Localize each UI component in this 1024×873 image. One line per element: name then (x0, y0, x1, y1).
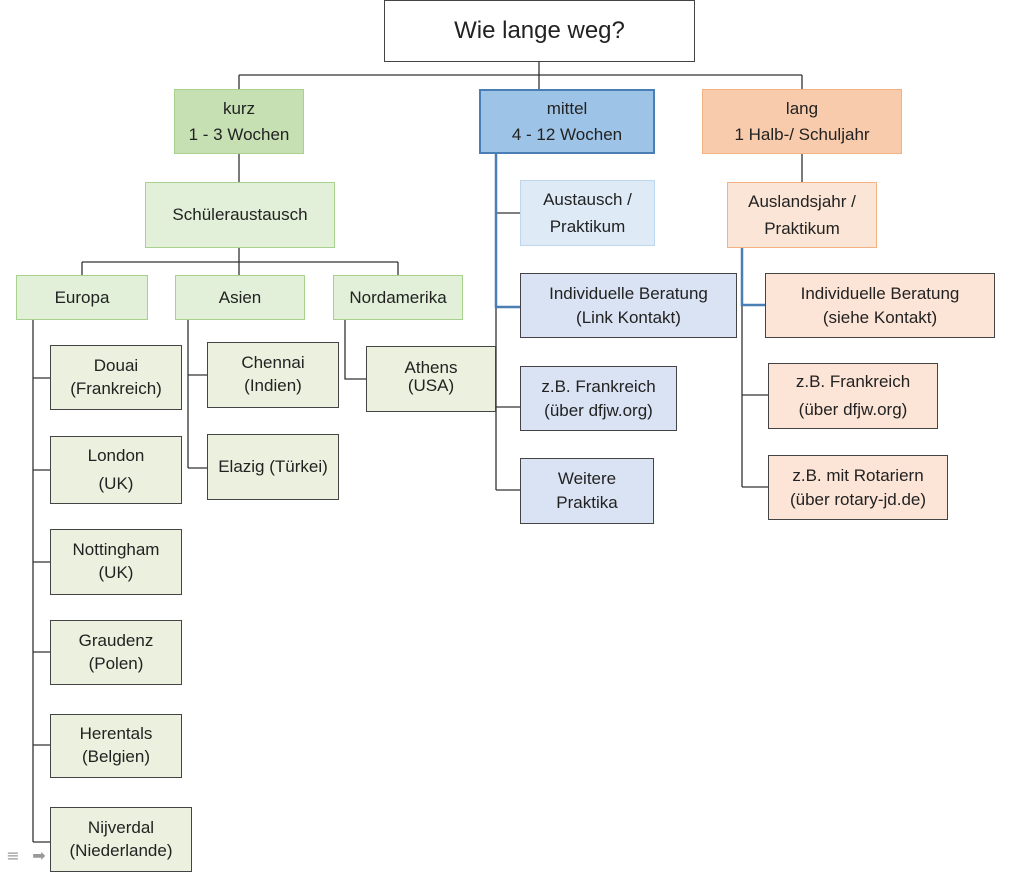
root-node: Wie lange weg? (384, 0, 695, 62)
node-europa-douai: Douai (Frankreich) (50, 345, 182, 410)
node-mittel-label: mittel (546, 99, 588, 118)
douai-country: (Frankreich) (70, 378, 162, 398)
node-kurz-duration: 1 - 3 Wochen (188, 124, 290, 144)
node-lang-frankreich: z.B. Frankreich (über dfjw.org) (768, 363, 938, 429)
node-kurz-label: kurz (222, 99, 256, 118)
node-nordamerika-label: Nordamerika (349, 287, 447, 307)
nijverdal-name: Nijverdal (87, 817, 155, 837)
node-mittel-duration: 4 - 12 Wochen (511, 124, 623, 144)
node-europa-label: Europa (54, 287, 110, 307)
mittel-praktika-line2: Praktika (556, 493, 618, 512)
mittel-beratung-line2: (Link Kontakt) (576, 307, 681, 327)
mittel-frankreich-line1: z.B. Frankreich (541, 376, 656, 396)
nottingham-country: (UK) (98, 563, 134, 582)
node-schueleraustausch-label: Schüleraustausch (172, 205, 308, 225)
nottingham-name: Nottingham (72, 540, 160, 560)
athens-name: Athens (404, 358, 458, 377)
node-asien-label: Asien (218, 287, 262, 307)
node-lang-auslandsjahr: Auslandsjahr / Praktikum (727, 182, 877, 248)
lang-beratung-line1: Individuelle Beratung (800, 283, 960, 303)
herentals-country: (Belgien) (81, 747, 151, 766)
node-kurz: kurz 1 - 3 Wochen (174, 89, 304, 154)
london-country: (UK) (98, 474, 134, 493)
elazig-name: Elazig (Türkei) (218, 456, 328, 476)
node-lang-duration: 1 Halb-/ Schuljahr (734, 124, 870, 144)
lang-rotarier-line2: (über rotary-jd.de) (789, 489, 927, 509)
viewer-toolbar: ≡ ➡ (2, 845, 50, 865)
node-nordamerika-athens: Athens (USA) (366, 346, 496, 412)
mittel-beratung-line1: Individuelle Beratung (549, 283, 708, 303)
node-nordamerika: Nordamerika (333, 275, 463, 320)
node-mittel-beratung: Individuelle Beratung (Link Kontakt) (520, 273, 737, 338)
node-europa-nottingham: Nottingham (UK) (50, 529, 182, 595)
lang-beratung-line2: (siehe Kontakt) (822, 307, 938, 327)
herentals-name: Herentals (79, 724, 153, 744)
node-europa-graudenz: Graudenz (Polen) (50, 620, 182, 685)
node-lang-label: lang (785, 99, 819, 118)
node-mittel: mittel 4 - 12 Wochen (479, 89, 655, 154)
connector-nordamerika (344, 320, 366, 380)
graudenz-name: Graudenz (78, 630, 154, 650)
node-lang: lang 1 Halb-/ Schuljahr (702, 89, 902, 154)
node-europa-london: London (UK) (50, 436, 182, 504)
arrow-right-icon[interactable]: ➡ (32, 845, 46, 865)
node-mittel-austausch: Austausch / Praktikum (520, 180, 655, 246)
mittel-frankreich-line2: (über dfjw.org) (544, 400, 653, 420)
node-europa: Europa (16, 275, 148, 320)
node-asien: Asien (175, 275, 305, 320)
node-europa-nijverdal: Nijverdal (Niederlande) (50, 807, 192, 872)
lang-frankreich-line1: z.B. Frankreich (795, 371, 911, 391)
root-label: Wie lange weg? (454, 17, 625, 44)
auslandsjahr-line2: Praktikum (764, 219, 840, 238)
menu-icon[interactable]: ≡ (6, 845, 20, 865)
node-europa-herentals: Herentals (Belgien) (50, 714, 182, 778)
auslandsjahr-line1: Auslandsjahr / (748, 191, 856, 211)
graudenz-country: (Polen) (88, 653, 144, 673)
mittel-praktika-line1: Weitere (557, 469, 617, 489)
node-schueleraustausch: Schüleraustausch (145, 182, 335, 248)
node-mittel-frankreich: z.B. Frankreich (über dfjw.org) (520, 366, 677, 431)
douai-name: Douai (93, 355, 139, 375)
node-lang-beratung: Individuelle Beratung (siehe Kontakt) (765, 273, 995, 338)
chennai-country: (Indien) (244, 376, 302, 395)
connector-lang-blue (740, 248, 765, 307)
austausch-line1: Austausch / (543, 189, 632, 209)
chennai-name: Chennai (241, 353, 305, 373)
athens-country: (USA) (407, 375, 455, 395)
node-mittel-praktika: Weitere Praktika (520, 458, 654, 524)
lang-rotarier-line1: z.B. mit Rotariern (792, 465, 924, 485)
connector-mittel-blue (494, 153, 520, 309)
node-asien-chennai: Chennai (Indien) (207, 342, 339, 408)
node-lang-rotarier: z.B. mit Rotariern (über rotary-jd.de) (768, 455, 948, 520)
austausch-line2: Praktikum (549, 217, 626, 236)
lang-frankreich-line2: (über dfjw.org) (798, 400, 908, 419)
nijverdal-country: (Niederlande) (69, 840, 173, 860)
node-asien-elazig: Elazig (Türkei) (207, 434, 339, 500)
london-name: London (87, 445, 145, 465)
